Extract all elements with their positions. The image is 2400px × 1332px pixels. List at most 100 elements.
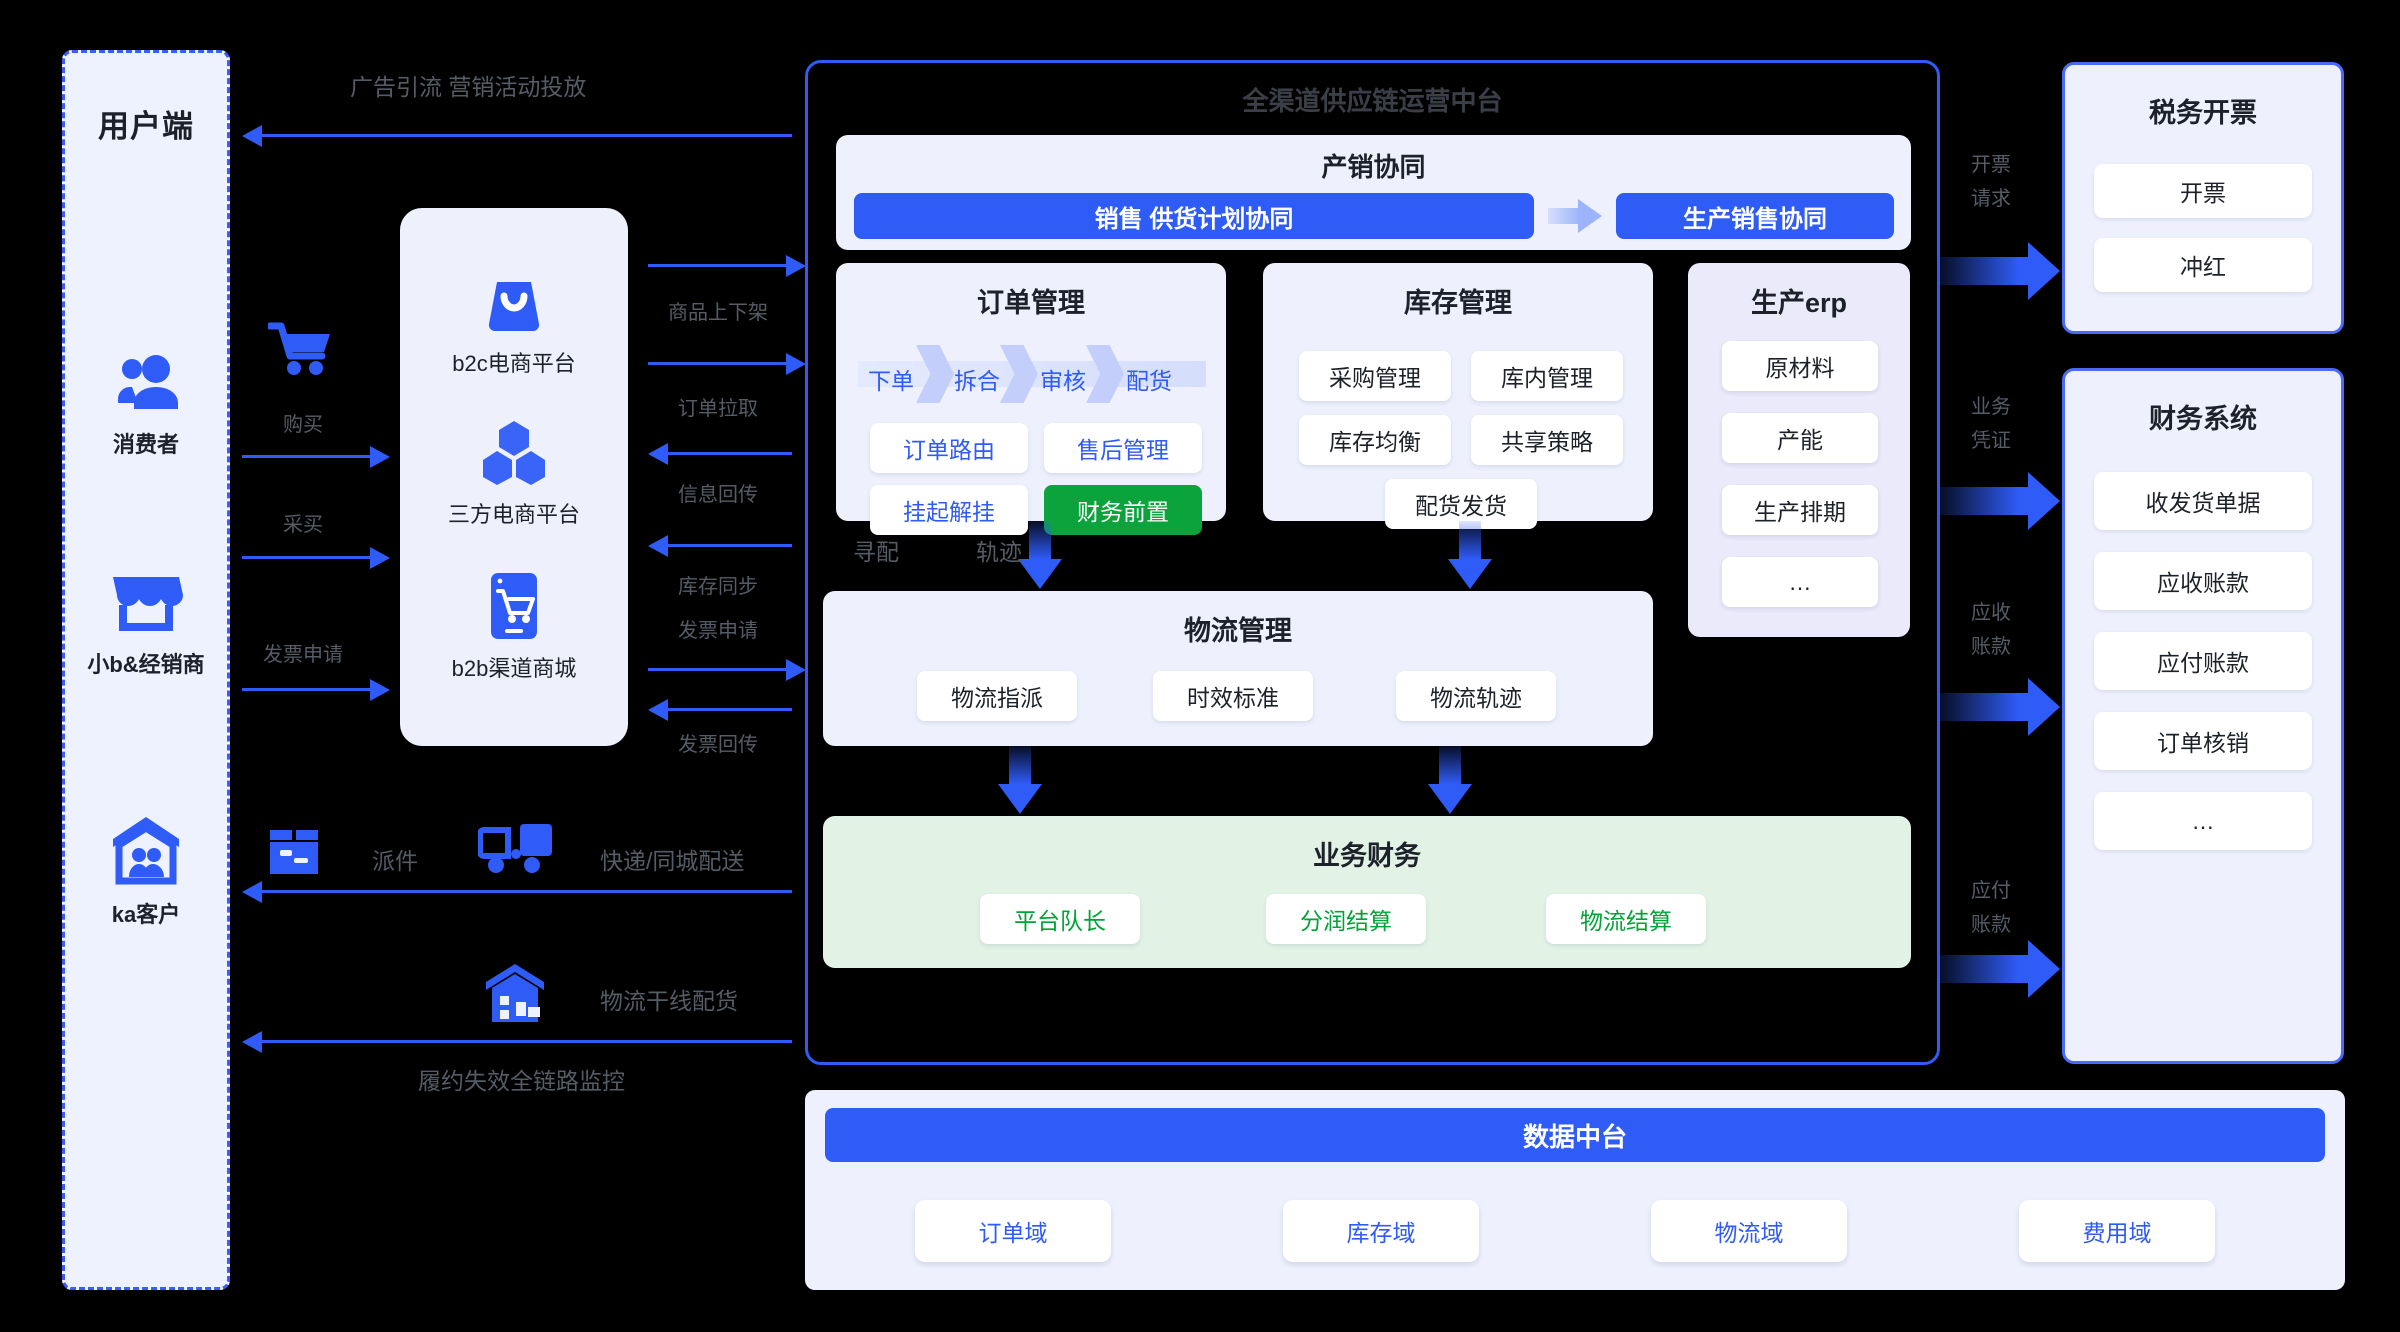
platform-item-label: b2b渠道商城 <box>451 655 577 681</box>
panel-sales-production: 产销协同 销售 供货计划协同 生产销售协同 <box>836 135 1911 250</box>
data-platform-container: 数据中台 订单域 库存域 物流域 费用域 <box>805 1090 2345 1290</box>
arrow-line-goods <box>648 264 788 267</box>
label-trunk-line: 物流干线配货 <box>600 988 738 1014</box>
arrow-line-buy <box>242 455 372 458</box>
arrow-down-order-to-logistics <box>1018 521 1062 589</box>
arrow-head-left <box>648 443 668 465</box>
tag-invoice[interactable]: 开票 <box>2094 164 2312 218</box>
tag-production-schedule[interactable]: 生产排期 <box>1722 485 1878 535</box>
arrow-head-left <box>242 1031 262 1053</box>
arrow-line-advert <box>262 134 792 137</box>
platform-item-b2b: b2b渠道商城 <box>451 572 577 683</box>
persona-label: 消费者 <box>112 432 179 457</box>
tag-timeliness-standard[interactable]: 时效标准 <box>1153 671 1313 721</box>
tag-inventory-balance[interactable]: 库存均衡 <box>1299 415 1451 465</box>
label-buy: 购买 <box>283 414 323 436</box>
tag-order-routing[interactable]: 订单路由 <box>870 423 1028 473</box>
tag-more[interactable]: … <box>1722 557 1878 607</box>
tag-logistics-assign[interactable]: 物流指派 <box>917 671 1077 721</box>
tag-share-strategy[interactable]: 共享策略 <box>1471 415 1623 465</box>
arrow-head-left <box>648 535 668 557</box>
mobile-cart-icon <box>485 572 543 639</box>
arrow-right-receivables <box>1940 678 2062 736</box>
tag-platform-captain[interactable]: 平台队长 <box>980 894 1140 944</box>
panel-title: 税务开票 <box>2149 98 2257 128</box>
panel-business-finance: 业务财务 平台队长 分润结算 物流结算 <box>823 816 1911 968</box>
tag-order-writeoff[interactable]: 订单核销 <box>2094 712 2312 770</box>
tag-profit-settlement[interactable]: 分润结算 <box>1266 894 1426 944</box>
panel-title: 物流管理 <box>1184 616 1292 646</box>
arrow-line-express <box>262 890 792 893</box>
arrow-line-procure <box>242 556 372 559</box>
arrow-line-order-pull <box>648 362 788 365</box>
tag-red-reverse[interactable]: 冲红 <box>2094 238 2312 292</box>
label-trace: 轨迹 <box>976 539 1022 565</box>
panel-production-erp: 生产erp 原材料 产能 生产排期 … <box>1688 263 1910 637</box>
panel-title: 业务财务 <box>1313 841 1421 871</box>
arrow-head-right <box>786 255 806 277</box>
tag-inventory-domain[interactable]: 库存域 <box>1283 1200 1479 1262</box>
shopping-bag-icon <box>483 272 545 334</box>
tag-receipt-delivery-docs[interactable]: 收发货单据 <box>2094 472 2312 530</box>
tag-capacity[interactable]: 产能 <box>1722 413 1878 463</box>
tag-aftersales[interactable]: 售后管理 <box>1044 423 1202 473</box>
tag-purchase-management[interactable]: 采购管理 <box>1299 351 1451 401</box>
panel-title: 生产erp <box>1750 288 1848 318</box>
panel-finance-system: 财务系统 收发货单据 应收账款 应付账款 订单核销 … <box>2062 368 2344 1064</box>
pill-sales-supply-plan[interactable]: 销售 供货计划协同 <box>854 193 1534 239</box>
persona-consumer: 消费者 <box>65 353 227 459</box>
arrow-head-left <box>242 125 262 147</box>
tag-accounts-payable[interactable]: 应付账款 <box>2094 632 2312 690</box>
tag-hold-release[interactable]: 挂起解挂 <box>870 485 1028 535</box>
label-procure: 采买 <box>283 514 323 536</box>
platform-item-third-party: 三方电商平台 <box>448 421 580 529</box>
tag-warehouse-management[interactable]: 库内管理 <box>1471 351 1623 401</box>
panel-title: 财务系统 <box>2149 404 2257 434</box>
panel-title: 产销协同 <box>1321 152 1426 182</box>
tag-more[interactable]: … <box>2094 792 2312 850</box>
label-receivables: 应收 账款 <box>1971 602 2011 658</box>
package-box-icon <box>268 822 320 876</box>
panel-order-management: 订单管理 下单 拆合 审核 配货 订单路由 售后管理 挂起解挂 财务前置 <box>836 263 1226 535</box>
arrow-line-invoice-return <box>668 708 792 711</box>
hexagons-icon <box>479 421 549 485</box>
label-order-pull: 订单拉取 <box>678 398 758 420</box>
label-business-voucher: 业务 凭证 <box>1971 396 2011 452</box>
flow-step-label: 审核 <box>1040 368 1086 394</box>
tag-logistics-trace[interactable]: 物流轨迹 <box>1396 671 1556 721</box>
arrow-line-invoice-left <box>242 688 372 691</box>
tag-cost-domain[interactable]: 费用域 <box>2019 1200 2215 1262</box>
top-banner-label: 广告引流 营销活动投放 <box>350 74 587 100</box>
tag-logistics-domain[interactable]: 物流域 <box>1651 1200 1847 1262</box>
tag-raw-material[interactable]: 原材料 <box>1722 341 1878 391</box>
tag-accounts-receivable[interactable]: 应收账款 <box>2094 552 2312 610</box>
user-side-panel: 用户端 消费者 小b&经销商 <box>62 50 230 1290</box>
tag-logistics-settlement[interactable]: 物流结算 <box>1546 894 1706 944</box>
label-goods-listing: 商品上下架 <box>668 302 768 324</box>
tag-order-domain[interactable]: 订单域 <box>915 1200 1111 1262</box>
label-invoice-apply: 发票申请 <box>678 620 758 642</box>
panel-logistics-management: 物流管理 物流指派 时效标准 物流轨迹 <box>823 591 1653 746</box>
panel-title: 库存管理 <box>1404 288 1512 318</box>
tag-allocation-shipment[interactable]: 配货发货 <box>1385 479 1537 529</box>
ecommerce-platform-card: b2c电商平台 三方电商平台 <box>400 208 628 746</box>
persona-ka: ka客户 <box>65 815 227 929</box>
order-flow-chevrons: 下单 拆合 审核 配货 <box>858 345 1206 403</box>
platform-item-b2c: b2c电商平台 <box>452 272 576 378</box>
arrow-head-left <box>242 881 262 903</box>
warehouse-truck-icon <box>482 962 548 1024</box>
platform-item-label: b2c电商平台 <box>452 350 576 376</box>
pill-production-sales[interactable]: 生产销售协同 <box>1616 193 1894 239</box>
center-platform-title: 全渠道供应链运营中台 <box>1242 86 1503 116</box>
arrow-line-info-return <box>668 452 792 455</box>
tag-finance-prepose[interactable]: 财务前置 <box>1044 485 1202 535</box>
arrow-right-icon <box>1548 199 1602 233</box>
label-fulfillment-monitor: 履约失效全链路监控 <box>418 1068 625 1094</box>
arrow-down-inventory-to-logistics <box>1448 521 1492 589</box>
label-stock-sync: 库存同步 <box>678 576 758 598</box>
label-payables: 应付 账款 <box>1971 880 2011 936</box>
panel-inventory-management: 库存管理 采购管理 库内管理 库存均衡 共享策略 配货发货 <box>1263 263 1653 529</box>
arrow-line-trunk <box>262 1040 792 1043</box>
label-invoice-request: 开票 请求 <box>1971 154 2011 210</box>
arrow-down-logistics-to-finance-left <box>998 746 1042 814</box>
